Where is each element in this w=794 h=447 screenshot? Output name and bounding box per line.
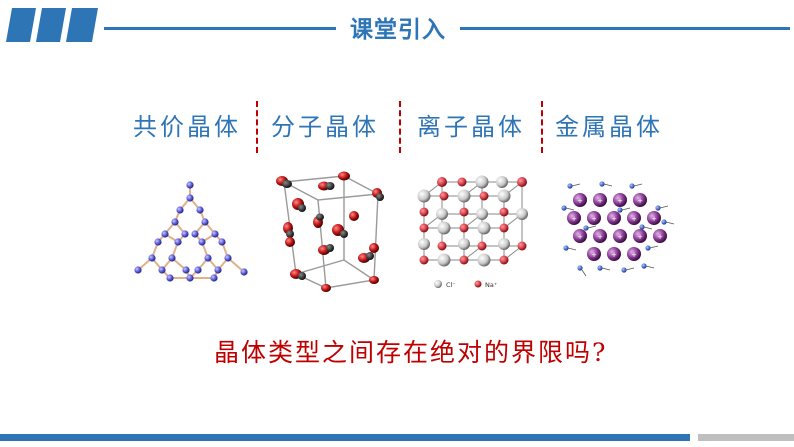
svg-text:+: + <box>637 197 643 205</box>
cl-ion-legend-icon <box>434 280 442 288</box>
svg-text:+: + <box>657 233 663 241</box>
molecular-crystal-image <box>276 171 384 292</box>
svg-text:+: + <box>591 215 597 223</box>
svg-text:+: + <box>577 233 583 241</box>
svg-text:+: + <box>577 197 583 205</box>
category-divider <box>399 101 401 153</box>
metallic-crystal-image: + + + + + + + + + + + + + + + + + <box>561 181 675 277</box>
svg-text:+: + <box>597 197 603 205</box>
header-bar: 课堂引入 <box>0 0 794 50</box>
category-label-covalent: 共价晶体 <box>133 113 241 141</box>
svg-text:+: + <box>651 215 657 223</box>
na-ion-legend-icon <box>474 280 482 288</box>
svg-text:+: + <box>631 215 637 223</box>
svg-text:+: + <box>597 233 603 241</box>
category-divider <box>256 101 258 153</box>
svg-text:+: + <box>591 251 597 259</box>
svg-text:+: + <box>611 215 617 223</box>
svg-text:+: + <box>631 251 637 259</box>
svg-text:+: + <box>571 215 577 223</box>
na-ion-legend-label: Na⁺ <box>485 281 497 289</box>
title-box: 课堂引入 <box>336 9 460 44</box>
category-label-metallic: 金属晶体 <box>555 113 663 141</box>
question-text: 晶体类型之间存在绝对的界限吗? <box>214 338 608 367</box>
svg-text:+: + <box>611 251 617 259</box>
footer-bar-accent <box>698 434 794 441</box>
category-label-molecular: 分子晶体 <box>271 113 379 141</box>
covalent-crystal-image <box>134 181 248 282</box>
cl-ion-legend-label: Cl⁻ <box>446 281 456 289</box>
ionic-crystal-image: Cl⁻ Na⁺ <box>417 175 528 289</box>
header-stripes-decoration <box>6 8 98 42</box>
category-divider <box>541 101 543 153</box>
svg-text:+: + <box>617 233 623 241</box>
page-title: 课堂引入 <box>350 16 446 43</box>
category-label-ionic: 离子晶体 <box>417 113 525 141</box>
svg-text:+: + <box>617 197 623 205</box>
svg-text:+: + <box>637 233 643 241</box>
footer-bar <box>0 434 690 441</box>
